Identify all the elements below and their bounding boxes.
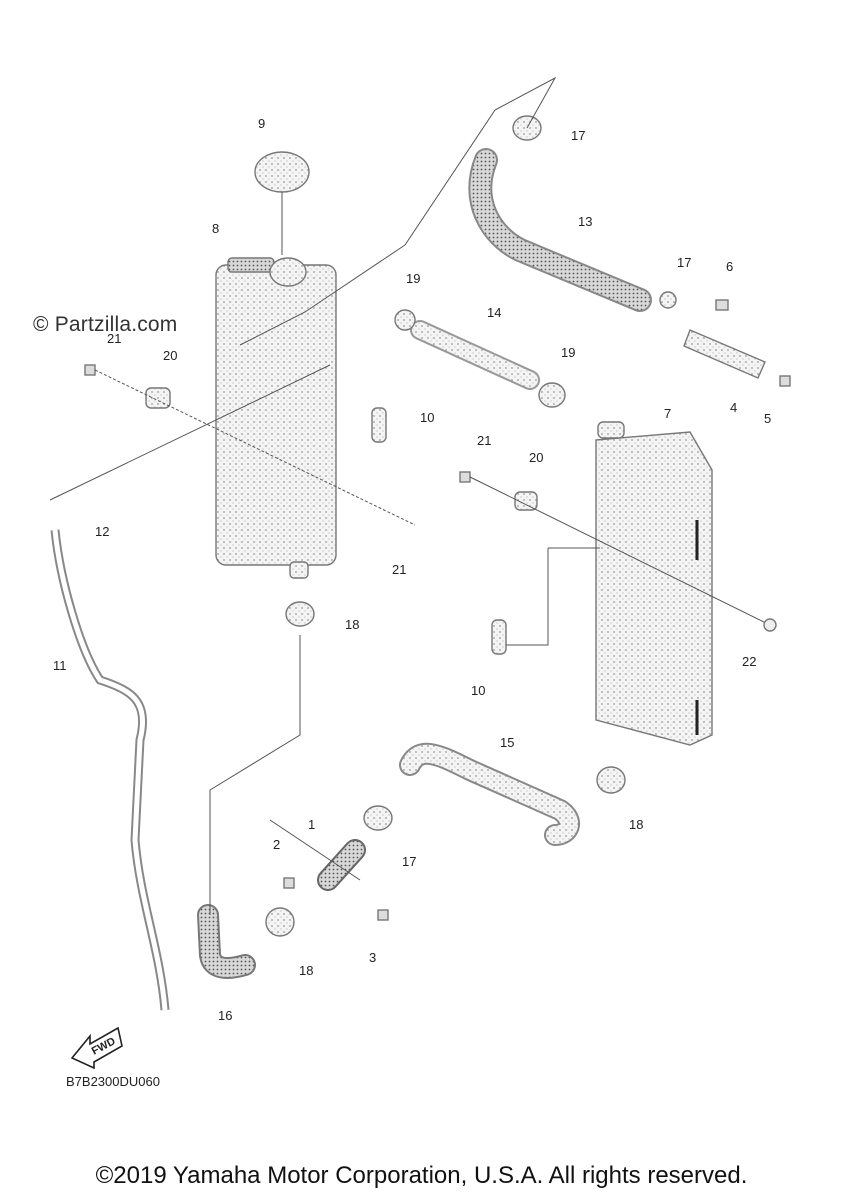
label-22: 22 [742,654,756,669]
hose-14[interactable] [410,320,540,390]
label-20-left: 20 [163,348,177,363]
bolt-22[interactable] [763,618,777,632]
label-17-right: 17 [677,255,691,270]
radiator-cap[interactable] [254,151,310,193]
label-8: 8 [212,221,219,236]
hose-13[interactable] [468,148,652,312]
bracket-4[interactable] [683,329,766,379]
label-7: 7 [664,406,671,421]
label-18-right: 18 [629,817,643,832]
label-10-right: 10 [471,683,485,698]
callout-labels: 9 8 17 13 17 6 19 14 19 4 5 21 20 10 7 2… [53,116,771,1023]
label-3: 3 [369,950,376,965]
diagram-code: B7B2300DU060 [66,1074,160,1089]
label-1: 1 [308,817,315,832]
label-17-top: 17 [571,128,585,143]
damper-10-right[interactable] [491,619,507,655]
watermark: © Partzilla.com [33,313,178,336]
breather-hose[interactable] [50,529,170,1011]
bolt-21-right[interactable] [459,471,771,626]
bolt-3[interactable] [377,909,389,921]
pipe-1[interactable] [317,839,366,891]
label-21-left: 21 [107,331,121,346]
grommet-20-right[interactable] [514,491,538,511]
bolt-5[interactable] [779,375,791,387]
left-radiator[interactable] [215,257,337,579]
clamp-17-bottom[interactable] [363,805,393,831]
hose-15[interactable] [399,742,580,846]
label-11: 11 [53,658,67,673]
clamp-17-right[interactable] [659,291,677,309]
label-13: 13 [578,214,592,229]
label-18-left: 18 [345,617,359,632]
label-15: 15 [500,735,514,750]
label-14: 14 [487,305,501,320]
label-4: 4 [730,400,737,415]
hose-16[interactable] [197,904,256,979]
clamp-19-right[interactable] [538,382,566,408]
label-10-left: 10 [420,410,434,425]
label-19-left: 19 [406,271,420,286]
clamp-18-bottom[interactable] [265,907,295,937]
copyright-notice: ©2019 Yamaha Motor Corporation, U.S.A. A… [95,1162,748,1189]
right-radiator[interactable] [595,421,713,746]
label-20-right: 20 [529,450,543,465]
label-9: 9 [258,116,265,131]
label-12: 12 [95,524,109,539]
damper-10-left[interactable] [371,407,387,443]
label-17-bottom: 17 [402,854,416,869]
fwd-arrow-icon: FWD [70,1026,123,1070]
label-2: 2 [273,837,280,852]
clamp-18-left[interactable] [285,601,315,627]
label-21-center: 21 [392,562,406,577]
bolt-2[interactable] [283,877,295,889]
bolt-21-left[interactable] [84,364,416,526]
grommet-20-left[interactable] [145,387,171,409]
label-18-bottom: 18 [299,963,313,978]
leader-lines [49,76,600,915]
label-21-right: 21 [477,433,491,448]
bolt-6[interactable] [715,299,729,311]
label-5: 5 [764,411,771,426]
clamp-19-left[interactable] [394,309,416,331]
label-16: 16 [218,1008,232,1023]
label-6: 6 [726,259,733,274]
clamp-18-right[interactable] [596,766,626,794]
label-19-right: 19 [561,345,575,360]
